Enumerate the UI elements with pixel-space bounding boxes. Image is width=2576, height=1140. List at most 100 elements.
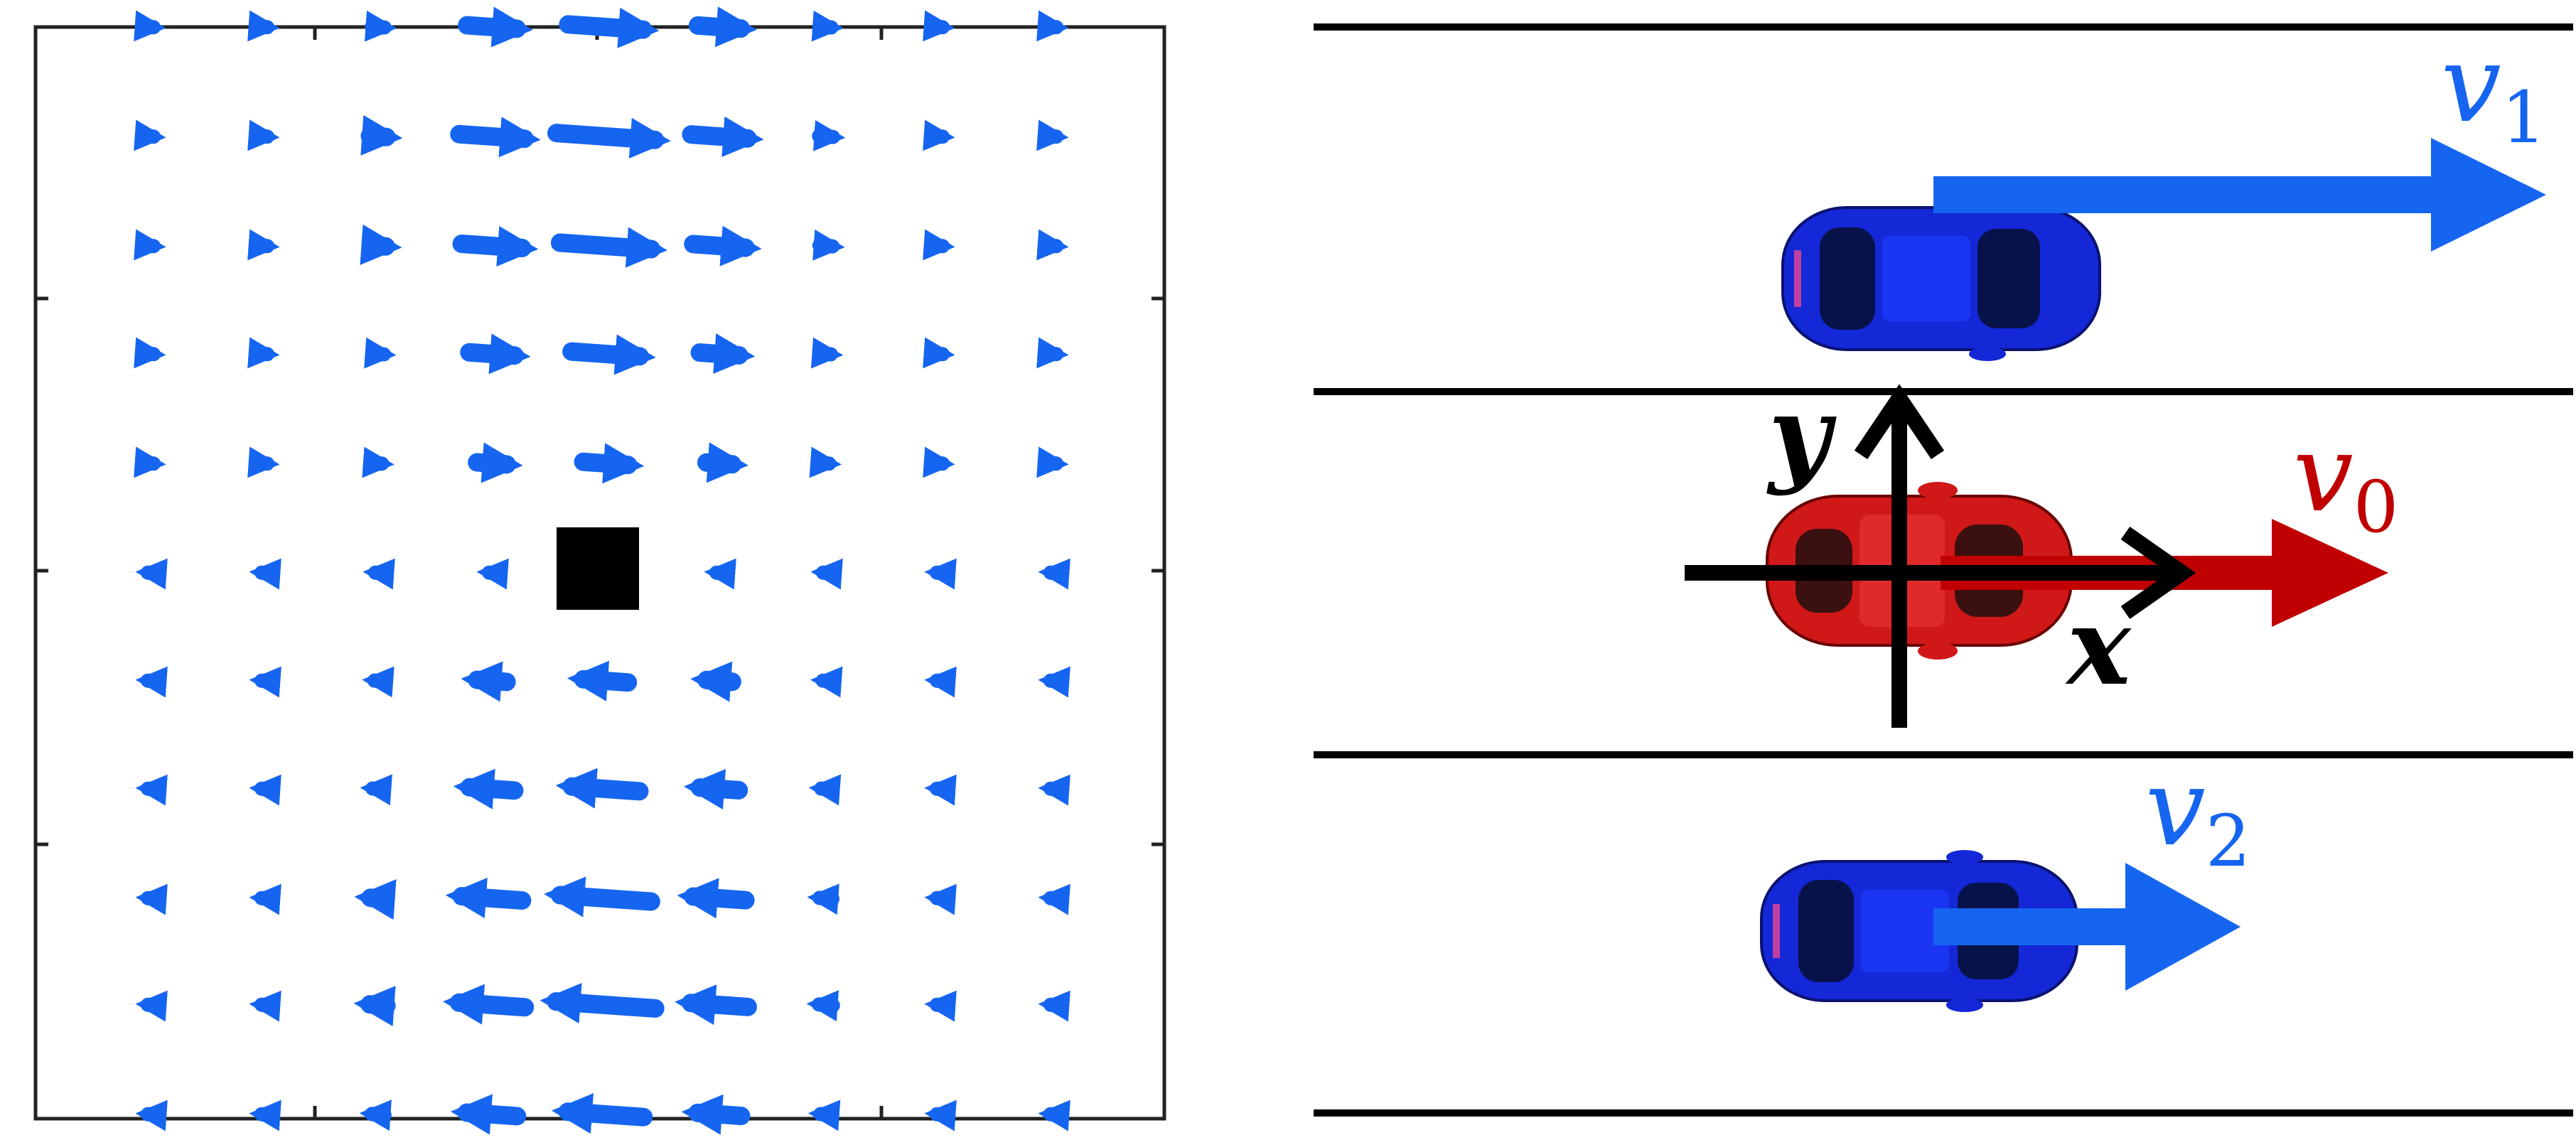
quiver-arrow — [924, 774, 957, 806]
quiver-arrow — [923, 10, 955, 42]
quiver-arrow — [476, 558, 509, 590]
quiver-arrow — [468, 442, 523, 483]
quiver-arrow — [353, 986, 396, 1027]
quiver-arrow — [540, 982, 665, 1024]
quiver-arrow — [362, 446, 395, 478]
vector-field-panel — [33, 6, 1166, 1135]
quiver-arrow — [562, 334, 656, 375]
quiver-arrow — [923, 446, 955, 478]
quiver-arrow — [684, 225, 762, 267]
quiver-arrow — [450, 1094, 527, 1135]
quiver-arrow — [544, 876, 660, 918]
quiver-arrow — [445, 877, 532, 918]
quiver-arrow — [550, 227, 667, 268]
quiver-arrow — [1038, 666, 1070, 698]
label-v2: v2 — [2145, 746, 2250, 883]
car-bottom — [1760, 850, 2078, 1012]
quiver-arrow — [810, 337, 844, 369]
quiver-arrow — [567, 660, 638, 701]
quiver-arrow — [135, 558, 168, 590]
quiver-arrow — [683, 768, 748, 810]
quiver-arrow — [812, 229, 845, 261]
plot-ticks — [36, 27, 1164, 1119]
quiver-arrow — [360, 774, 392, 806]
obstacle-square — [557, 527, 639, 610]
quiver-arrow — [924, 883, 957, 915]
label-v0: v0 — [2293, 412, 2398, 549]
quiver-arrow — [574, 443, 645, 484]
quiver-arrow — [135, 990, 168, 1022]
quiver-arrow — [808, 774, 842, 806]
quiver-arrow — [1036, 337, 1069, 369]
y-axis-arrowhead — [1854, 384, 1945, 460]
quiver-arrow — [923, 337, 955, 369]
velocity-arrow-v2 — [1933, 863, 2240, 991]
quiver-arrow — [810, 666, 843, 698]
quiver-arrow — [682, 116, 764, 157]
coordinate-axes — [1685, 384, 2196, 728]
quiver-arrow — [809, 446, 842, 478]
quiver-arrow — [923, 229, 955, 261]
quiver-arrow — [247, 446, 280, 478]
road-scene-panel: v1 v0 y x — [1314, 23, 2573, 1117]
quiver-arrow — [1038, 883, 1070, 915]
quiver-arrow — [811, 10, 844, 42]
quiver-arrow — [135, 1099, 168, 1131]
quiver-arrow — [547, 117, 671, 158]
quiver-arrow — [249, 990, 281, 1022]
quiver-arrow — [249, 1099, 281, 1131]
quiver-arrow — [559, 7, 660, 48]
x-axis-arrowhead — [2120, 526, 2196, 620]
quiver-arrow — [247, 119, 280, 151]
quiver-arrow — [249, 558, 281, 590]
quiver-arrow — [135, 666, 168, 698]
quiver-arrow — [924, 558, 957, 590]
quiver-arrow — [461, 661, 516, 702]
car-top — [1781, 196, 2101, 361]
quiver-arrow — [690, 333, 756, 375]
quiver-arrow — [923, 119, 955, 151]
quiver-arrow — [1036, 446, 1069, 478]
quiver-arrow — [1038, 558, 1070, 590]
quiver-arrow — [443, 984, 535, 1025]
quiver-arrow — [690, 661, 741, 702]
quiver-arrow — [247, 337, 280, 369]
quiver-arrow — [924, 990, 957, 1022]
quiver-arrow — [134, 446, 166, 478]
quiver-arrow — [249, 774, 281, 806]
quiver-arrow — [1036, 10, 1069, 42]
quiver-arrow — [450, 117, 541, 158]
label-y-axis: y — [1766, 372, 1837, 498]
quiver-arrow — [360, 114, 403, 156]
quiver-arrow — [134, 337, 166, 369]
quiver-arrow — [363, 558, 395, 590]
lane-lines — [1314, 23, 2573, 1117]
quiver-arrow — [677, 878, 755, 919]
quiver-arrow — [458, 6, 533, 48]
quiver-arrow — [249, 666, 281, 698]
quiver-arrow — [924, 666, 957, 698]
quiver-arrow — [1038, 990, 1070, 1022]
quiver-arrow — [364, 10, 397, 42]
quiver-arrow — [675, 984, 757, 1026]
quiver-arrow — [452, 226, 539, 267]
velocity-arrow-v1 — [1933, 138, 2546, 252]
quiver-arrow — [247, 229, 280, 261]
quiver-arrow — [362, 666, 395, 698]
quiver-arrow — [806, 990, 840, 1022]
quiver-arrow — [134, 229, 166, 261]
quiver-arrow — [704, 558, 736, 590]
quiver-arrow — [1038, 1099, 1070, 1131]
quiver-arrows — [134, 6, 1070, 1135]
quiver-arrow — [364, 337, 397, 369]
quiver-arrow — [247, 10, 280, 42]
quiver-arrow — [134, 119, 166, 151]
label-v1: v1 — [2441, 23, 2546, 159]
quiver-arrow — [1036, 229, 1069, 261]
quiver-arrow — [1036, 119, 1069, 151]
quiver-arrow — [360, 224, 402, 265]
quiver-arrow — [551, 1093, 653, 1134]
label-x-axis: x — [2065, 584, 2132, 709]
quiver-arrow — [681, 1094, 751, 1135]
quiver-arrow — [134, 10, 166, 42]
